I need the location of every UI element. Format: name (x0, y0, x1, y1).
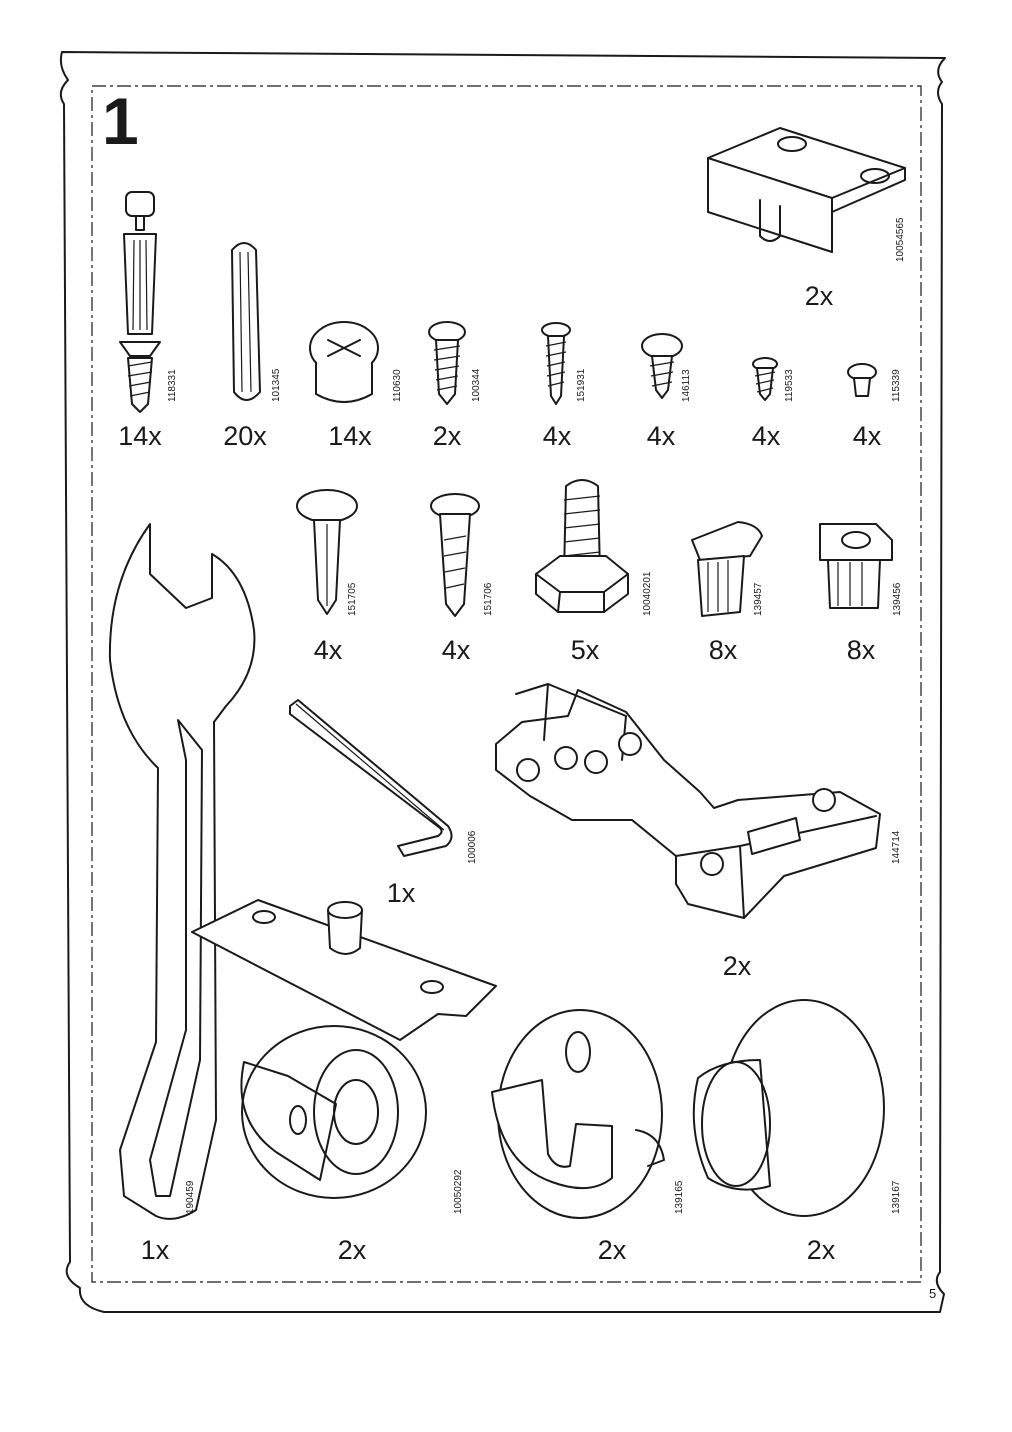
part-code-10040201: 10040201 (642, 571, 653, 617)
part-code-151931: 151931 (576, 368, 587, 402)
rail-cap-drawing (692, 999, 885, 1217)
part-code-100344: 100344 (471, 368, 482, 402)
quantity-119533: 4x (751, 421, 781, 451)
quantity-115339: 4x (852, 421, 882, 451)
part-code-100006: 100006 (467, 830, 478, 864)
quantity-190459: 1x (140, 1235, 170, 1265)
quantity-139457: 8x (708, 635, 738, 665)
part-code-115339: 115339 (891, 369, 902, 402)
quantity-101345: 20x (223, 421, 267, 451)
part-code-151706: 151706 (483, 582, 494, 616)
part-code-10050292: 10050292 (453, 1169, 464, 1215)
bag-outline (59, 51, 946, 1313)
part-code-118331: 118331 (167, 369, 178, 402)
part-code-119533: 119533 (784, 369, 795, 402)
screw-drawing-146113 (641, 333, 683, 399)
caster-drawing (191, 899, 497, 1199)
cam-lock-drawing (309, 321, 379, 403)
part-code-139456: 139456 (892, 582, 903, 616)
part-code-101345: 101345 (271, 368, 282, 402)
dowel-drawing (231, 242, 261, 401)
part-code-151705: 151705 (347, 582, 358, 616)
quantity-100344: 2x (432, 421, 462, 451)
bag-seal-line (91, 85, 922, 1283)
plug-drawing (847, 363, 877, 397)
adjustable-foot-drawing (535, 479, 629, 613)
quantity-139167: 2x (806, 1235, 836, 1265)
part-code-190459: 190459 (185, 1180, 196, 1214)
part-code-144714: 144714 (891, 830, 902, 864)
rail-bracket-drawing (491, 1009, 665, 1219)
page-number: 5 (929, 1286, 937, 1301)
quantity-151706: 4x (441, 635, 471, 665)
bracket-drawing (707, 127, 906, 253)
wall-plug-drawing-151705 (296, 489, 358, 615)
quantity-10050292: 2x (337, 1235, 367, 1265)
part-code-139165: 139165 (674, 1180, 685, 1214)
allen-key-drawing (289, 699, 453, 857)
connector-drawing-139456 (819, 523, 893, 609)
part-code-146113: 146113 (681, 369, 692, 402)
quantity-151705: 4x (313, 635, 343, 665)
part-code-110630: 110630 (392, 369, 403, 402)
quantity-144714: 2x (722, 951, 752, 981)
quantity-110630: 14x (328, 421, 372, 451)
cam-bolt-drawing (119, 191, 161, 413)
wall-plug-drawing-151706 (430, 493, 480, 617)
quantity-100006: 1x (386, 878, 416, 908)
quantity-139165: 2x (597, 1235, 627, 1265)
quantity-151931: 4x (542, 421, 572, 451)
part-code-10054565: 10054565 (895, 217, 906, 263)
quantity-118331: 14x (118, 421, 162, 451)
step-number: 1 (102, 84, 139, 158)
part-code-139167: 139167 (891, 1180, 902, 1214)
quantity-146113: 4x (646, 421, 676, 451)
quantity-139456: 8x (846, 635, 876, 665)
screw-drawing-119533 (752, 357, 778, 401)
screw-drawing-100344 (428, 321, 466, 405)
wrench-drawing (108, 523, 256, 1220)
quantity-10054565: 2x (804, 281, 834, 311)
quantity-10040201: 5x (570, 635, 600, 665)
part-code-139457: 139457 (753, 582, 764, 616)
screw-drawing-151931 (541, 322, 571, 405)
shelf-support-drawing-139457 (691, 521, 763, 617)
hinge-drawing (495, 683, 881, 919)
